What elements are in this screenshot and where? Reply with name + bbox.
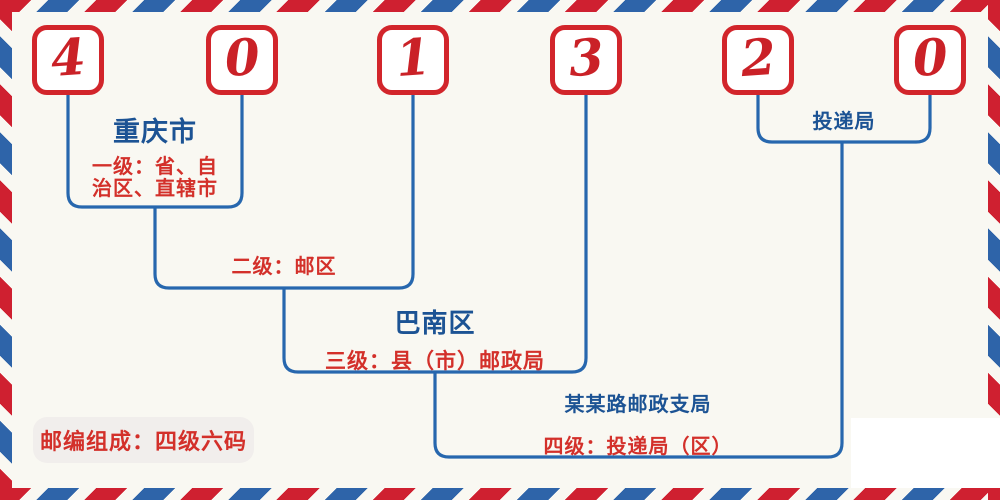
- digit-5: 2: [738, 26, 778, 89]
- digit-6: 0: [910, 26, 950, 89]
- digit-1: 4: [48, 26, 88, 89]
- digit-box-4: 3: [550, 25, 622, 95]
- border-stripe-top: [0, 0, 1000, 12]
- level1-description-line2: 治区、直辖市: [92, 176, 218, 200]
- digit-2: 0: [222, 26, 262, 89]
- border-stripe-right: [988, 0, 1000, 500]
- digit-box-2: 0: [206, 25, 278, 95]
- level3-description: 三级：县（市）邮政局: [325, 349, 545, 373]
- label-level1: 重庆市 一级：省、自 治区、直辖市: [55, 110, 255, 199]
- white-patch: [851, 418, 1000, 488]
- level4-description: 四级：投递局（区）: [543, 434, 733, 458]
- digit-3: 1: [393, 26, 433, 89]
- footer-note-text: 邮编组成：四级六码: [39, 430, 247, 455]
- level4-office-name: 某某路邮政支局: [564, 392, 712, 416]
- border-stripe-left: [0, 0, 12, 500]
- digit-box-6: 0: [894, 25, 966, 95]
- digit-box-5: 2: [722, 25, 794, 95]
- footer-note-badge: 邮编组成：四级六码: [33, 417, 254, 463]
- level2-description: 二级：邮区: [231, 254, 337, 278]
- digit-box-3: 1: [377, 25, 449, 95]
- digit-box-1: 4: [32, 25, 104, 95]
- label-delivery-office: 投递局: [744, 105, 944, 134]
- border-stripe-bottom: [0, 488, 1000, 500]
- delivery-office-name: 投递局: [812, 109, 876, 133]
- level1-description-line1: 一级：省、自: [92, 154, 218, 178]
- level1-description: 一级：省、自 治区、直辖市: [55, 155, 255, 199]
- digit-4: 3: [566, 26, 606, 89]
- level1-region-name: 重庆市: [113, 117, 197, 148]
- level3-region-name: 巴南区: [394, 309, 476, 339]
- label-level2: 二级：邮区: [184, 250, 384, 279]
- label-level4: 某某路邮政支局 四级：投递局（区）: [488, 388, 788, 459]
- label-level3: 巴南区 三级：县（市）邮政局: [285, 303, 585, 375]
